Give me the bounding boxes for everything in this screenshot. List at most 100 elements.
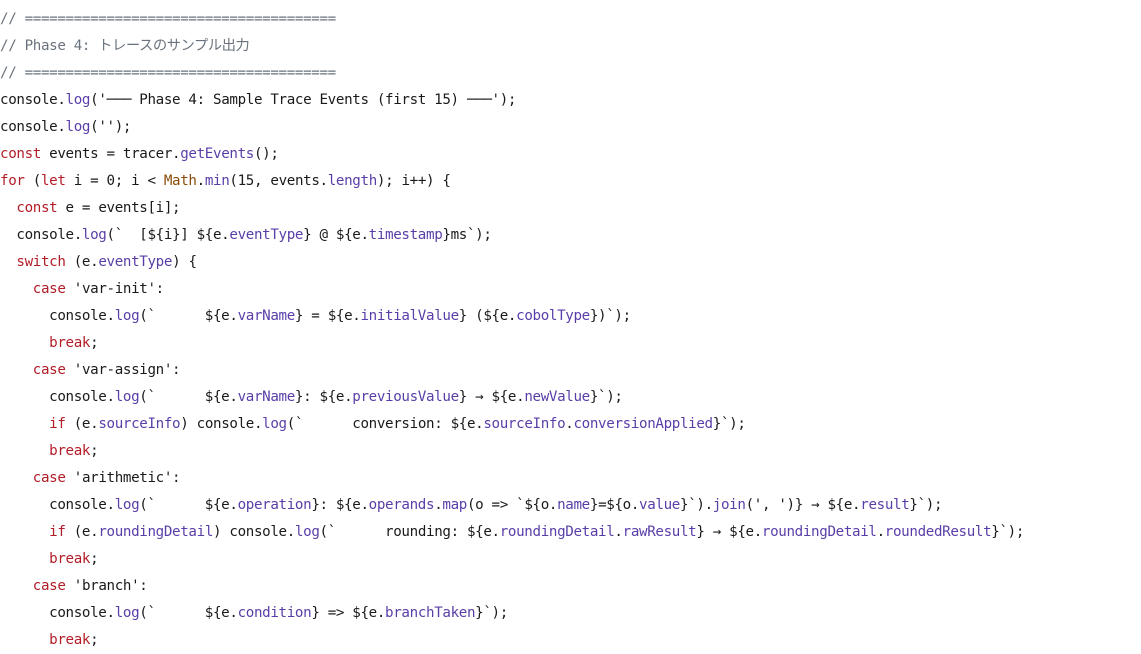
code-token-plain: events = tracer. <box>40 146 181 162</box>
code-token-keyword: for <box>0 173 25 189</box>
code-token-plain: i = 0; i < <box>65 173 164 189</box>
code-token-plain <box>0 335 49 351</box>
code-token-plain: (e. <box>65 524 99 540</box>
code-token-property: initialValue <box>360 308 459 324</box>
code-token-plain: console. <box>0 227 82 243</box>
code-line: case 'arithmetic': <box>0 465 1141 492</box>
code-token-plain: } => ${e. <box>311 605 386 621</box>
code-token-plain: } (${e. <box>458 308 517 324</box>
code-token-plain <box>0 281 33 297</box>
code-token-keyword: break <box>49 551 91 567</box>
code-line: break; <box>0 627 1141 654</box>
code-line: case 'var-init': <box>0 276 1141 303</box>
code-token-property: sourceInfo <box>483 416 566 432</box>
code-token-plain: }`). <box>680 497 713 513</box>
code-token-property: eventType <box>98 254 173 270</box>
code-token-plain <box>0 254 16 270</box>
code-token-plain: . <box>614 524 623 540</box>
code-token-plain: }`); <box>991 524 1025 540</box>
code-token-plain: }`); <box>589 389 623 405</box>
code-token-plain: . <box>434 497 443 513</box>
code-line: console.log(` ${e.condition} => ${e.bran… <box>0 600 1141 627</box>
code-token-property: cobolType <box>516 308 590 324</box>
code-token-plain: ) console. <box>213 524 295 540</box>
code-token-property: condition <box>237 605 312 621</box>
code-token-keyword: break <box>49 632 91 648</box>
code-line: console.log(''); <box>0 114 1141 141</box>
code-token-plain: (e. <box>65 254 99 270</box>
code-token-plain: (` conversion: ${e. <box>286 416 484 432</box>
code-line: console.log(` [${i}] ${e.eventType} @ ${… <box>0 222 1141 249</box>
code-token-plain: . <box>196 173 206 189</box>
code-token-property: rawResult <box>622 524 697 540</box>
code-token-comment: // =====================================… <box>0 65 336 81</box>
code-line: console.log(` ${e.varName}: ${e.previous… <box>0 384 1141 411</box>
code-token-property: sourceInfo <box>98 416 181 432</box>
code-token-property: roundingDetail <box>499 524 615 540</box>
code-line: case 'var-assign': <box>0 357 1141 384</box>
code-token-plain: } → ${e. <box>696 524 762 540</box>
code-token-keyword: case <box>32 470 66 486</box>
code-token-plain: }: ${e. <box>311 497 369 513</box>
code-token-plain: . <box>565 416 574 432</box>
code-token-property: timestamp <box>368 227 443 243</box>
code-token-plain <box>0 578 33 594</box>
code-token-property: log <box>114 389 140 405</box>
code-token-plain: ) { <box>172 254 197 270</box>
code-token-property: log <box>65 92 91 108</box>
code-line: console.log(` ${e.operation}: ${e.operan… <box>0 492 1141 519</box>
code-token-plain: console. <box>0 497 115 513</box>
code-line: case 'branch': <box>0 573 1141 600</box>
code-token-keyword: let <box>40 173 66 189</box>
code-token-plain: (` ${e. <box>139 308 238 324</box>
code-token-comment: // Phase 4: トレースのサンプル出力 <box>0 38 250 54</box>
code-token-plain: console. <box>0 119 66 135</box>
code-token-property: operation <box>237 497 312 513</box>
code-token-plain <box>0 632 49 648</box>
code-token-plain: (` rounding: ${e. <box>319 524 501 540</box>
code-line: console.log(` ${e.varName} = ${e.initial… <box>0 303 1141 330</box>
code-token-plain: ; <box>90 443 99 459</box>
code-token-plain: (` ${e. <box>139 605 238 621</box>
code-token-plain: (', ')} → ${e. <box>745 497 861 513</box>
code-token-plain: ) console. <box>180 416 263 432</box>
code-token-plain: 'branch': <box>65 578 148 594</box>
code-token-plain: . <box>876 524 886 540</box>
code-token-keyword: const <box>0 146 41 162</box>
code-token-plain: console. <box>0 92 66 108</box>
code-token-keyword: if <box>49 416 66 432</box>
code-token-plain: } → ${e. <box>458 389 525 405</box>
code-token-plain: console. <box>0 308 115 324</box>
code-token-property: varName <box>237 389 296 405</box>
code-token-property: min <box>204 173 230 189</box>
code-token-property: conversionApplied <box>573 416 713 432</box>
code-token-plain: (''); <box>90 119 132 135</box>
code-token-property: roundingDetail <box>98 524 214 540</box>
code-token-property: value <box>639 497 680 513</box>
code-token-property: varName <box>237 308 296 324</box>
code-line: // =====================================… <box>0 6 1141 33</box>
code-token-plain <box>0 470 33 486</box>
code-token-plain: ( <box>24 173 42 189</box>
code-token-property: eventType <box>229 227 304 243</box>
code-token-plain: 'arithmetic': <box>65 470 181 486</box>
code-token-property: log <box>81 227 107 243</box>
code-token-property: branchTaken <box>385 605 476 621</box>
code-token-keyword: if <box>49 524 66 540</box>
code-token-property: log <box>262 416 287 432</box>
code-line: if (e.sourceInfo) console.log(` conversi… <box>0 411 1141 438</box>
code-token-plain: })`); <box>589 308 631 324</box>
code-token-comment: // =====================================… <box>0 11 336 27</box>
code-token-property: operands <box>368 497 435 513</box>
code-token-plain: ; <box>90 335 99 351</box>
code-line: const events = tracer.getEvents(); <box>0 141 1141 168</box>
code-token-plain: (); <box>253 146 279 162</box>
code-token-property: log <box>65 119 91 135</box>
code-token-plain: }`); <box>712 416 746 432</box>
code-block: // =====================================… <box>0 6 1141 654</box>
code-token-plain: console. <box>0 389 115 405</box>
code-token-plain: }: ${e. <box>294 389 353 405</box>
code-token-property: length <box>327 173 378 189</box>
code-token-plain: ('─── Phase 4: Sample Trace Events (firs… <box>90 92 517 108</box>
code-token-plain: (` [${i}] ${e. <box>106 227 230 243</box>
